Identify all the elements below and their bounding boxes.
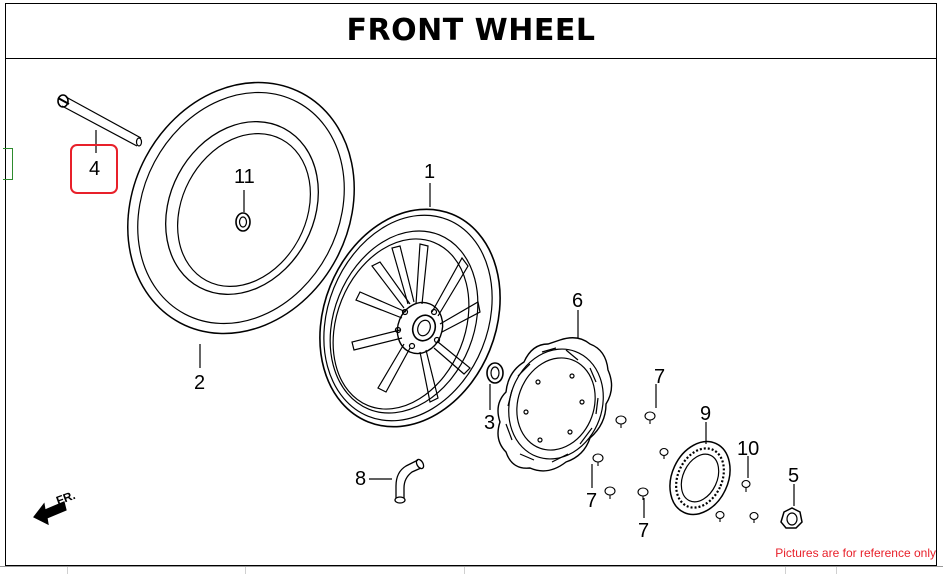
callout-7-bottom: 7 — [638, 520, 649, 542]
cell-selection-mark[interactable] — [3, 148, 13, 180]
callout-3: 3 — [484, 412, 495, 434]
callout-7-left: 7 — [586, 490, 597, 512]
tone-ring-bolt-part — [659, 447, 759, 523]
callout-7-top: 7 — [654, 366, 665, 388]
brake-disc-part — [497, 337, 613, 472]
grid-column-line — [245, 566, 246, 574]
title-bar: FRONT WHEEL — [5, 3, 937, 59]
page-title: FRONT WHEEL — [346, 13, 596, 48]
callout-10: 10 — [737, 438, 759, 460]
spreadsheet-row-strip — [0, 566, 943, 575]
spacer-part — [486, 362, 504, 384]
callout-4: 4 — [89, 158, 100, 180]
highlighted-callout-box — [70, 144, 118, 194]
callout-6: 6 — [572, 290, 583, 312]
callout-5: 5 — [788, 465, 799, 487]
grid-column-line — [464, 566, 465, 574]
callout-11: 11 — [234, 166, 255, 188]
direction-label: FR. — [54, 488, 77, 508]
disc-bolt-part — [592, 411, 656, 500]
valve-stem-part — [394, 458, 425, 504]
axle-nut-part — [780, 507, 803, 529]
callout-9: 9 — [700, 403, 711, 425]
reference-note: Pictures are for reference only — [775, 546, 936, 560]
axle-part — [57, 94, 143, 147]
grid-column-line — [785, 566, 786, 574]
callout-1: 1 — [424, 161, 435, 183]
tire-part — [127, 81, 355, 335]
wheel-rim-part — [319, 208, 501, 428]
diagram-frame — [5, 3, 937, 566]
valve-part — [235, 212, 251, 232]
screw-part — [741, 479, 751, 492]
callout-2: 2 — [194, 372, 205, 394]
callout-8: 8 — [355, 468, 366, 490]
grid-column-line — [67, 566, 68, 574]
tone-ring-part — [669, 440, 731, 516]
grid-column-line — [836, 566, 837, 574]
direction-arrow-icon — [33, 501, 67, 526]
